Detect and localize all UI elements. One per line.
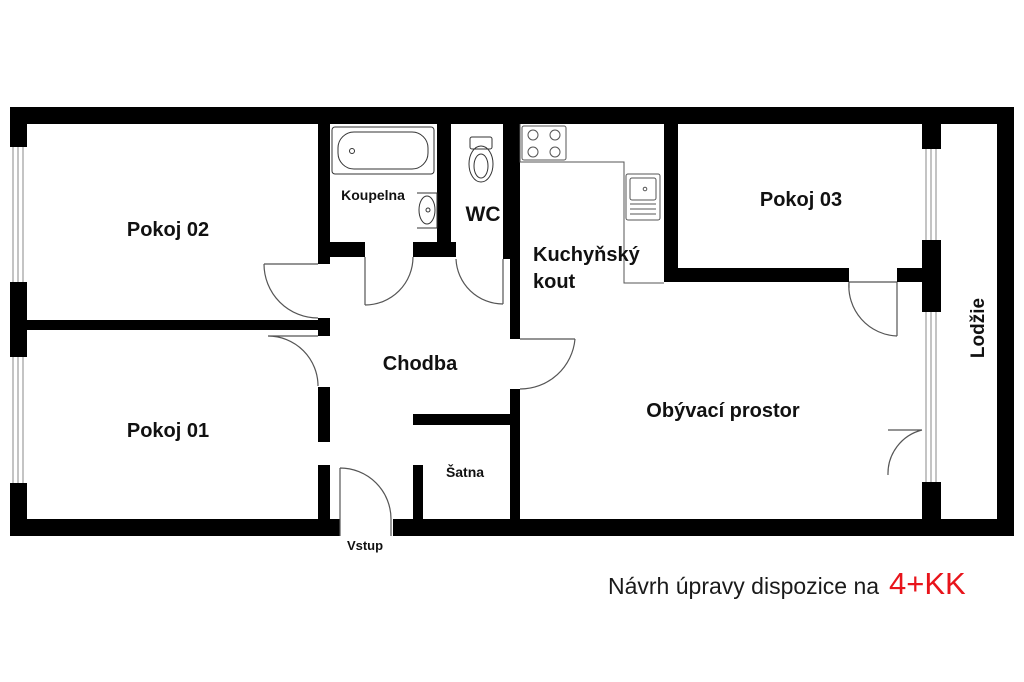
doors (263, 256, 923, 536)
label-kuchyne-line2: kout (533, 271, 576, 293)
windows (12, 147, 937, 483)
label-koupelna: Koupelna (341, 187, 405, 203)
walls (10, 107, 1014, 536)
label-pokoj-03: Pokoj 03 (760, 189, 842, 211)
label-pokoj-01: Pokoj 01 (127, 420, 209, 442)
label-vstup: Vstup (347, 538, 383, 553)
layout-caption: Návrh úpravy dispozice na 4+KK (608, 566, 966, 602)
washbasin (417, 192, 438, 229)
caption-text: Návrh úpravy dispozice na (608, 573, 880, 599)
toilet (468, 136, 494, 183)
label-obyvaci-prostor: Obývací prostor (646, 400, 800, 422)
label-wc: WC (466, 203, 501, 226)
label-lodzie: Lodžie (968, 298, 989, 358)
room-labels: Pokoj 02 Pokoj 01 Koupelna WC Kuchyňský … (127, 187, 989, 553)
label-chodba: Chodba (383, 353, 458, 375)
label-pokoj-02: Pokoj 02 (127, 219, 209, 241)
label-satna: Šatna (446, 463, 484, 480)
label-kuchyne-line1: Kuchyňský (533, 244, 641, 266)
bathtub (331, 126, 435, 175)
apartment-type: 4+KK (889, 566, 966, 601)
kitchen-counter (519, 124, 664, 284)
